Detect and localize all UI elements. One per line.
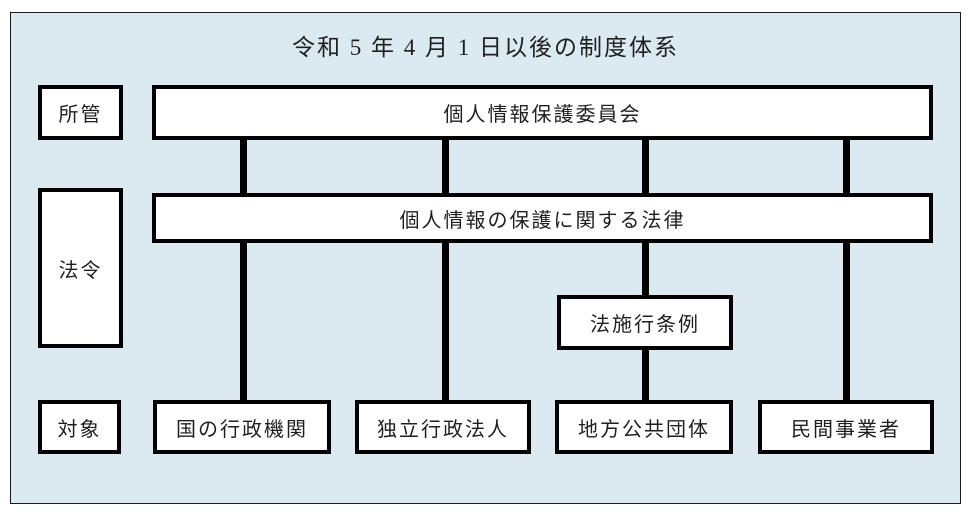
row-label-target: 対象: [38, 400, 121, 454]
node-independent-administrative-agencies-text: 独立行政法人: [377, 418, 509, 441]
connector-commission-law-1: [240, 136, 247, 197]
row-label-legislation: 法令: [38, 188, 123, 348]
connector-law-national-agencies: [240, 239, 247, 404]
node-law-text: 個人情報の保護に関する法律: [399, 209, 686, 232]
connector-commission-law-2: [442, 136, 449, 197]
node-private-business-operators: 民間事業者: [758, 400, 934, 454]
node-national-administrative-agencies-text: 国の行政機関: [176, 418, 308, 441]
node-private-business-operators-text: 民間事業者: [791, 418, 901, 441]
diagram-title: 令和 5 年 4 月 1 日以後の制度体系: [292, 35, 679, 60]
row-label-target-text: 対象: [57, 418, 102, 441]
connector-law-independent-agencies: [442, 239, 449, 404]
connector-commission-law-3: [642, 136, 649, 197]
connector-law-ordinance: [642, 239, 649, 301]
node-national-administrative-agencies: 国の行政機関: [153, 400, 331, 454]
node-independent-administrative-agencies: 独立行政法人: [355, 400, 531, 454]
node-personal-info-protection-commission: 個人情報保護委員会: [152, 85, 933, 140]
connector-commission-law-4: [843, 136, 850, 197]
connector-ordinance-local-governments: [642, 344, 649, 404]
row-label-jurisdiction: 所管: [38, 85, 123, 140]
node-commission-text: 個人情報保護委員会: [443, 104, 642, 126]
node-enforcement-ordinance: 法施行条例: [557, 295, 733, 350]
row-label-jurisdiction-text: 所管: [58, 104, 103, 126]
connector-law-private-businesses: [843, 239, 850, 404]
node-ordinance-text: 法施行条例: [590, 314, 700, 336]
row-label-legislation-text: 法令: [58, 259, 103, 282]
node-local-governments-text: 地方公共団体: [578, 418, 710, 441]
node-personal-info-protection-act: 個人情報の保護に関する法律: [152, 193, 933, 243]
node-local-governments: 地方公共団体: [555, 400, 733, 454]
